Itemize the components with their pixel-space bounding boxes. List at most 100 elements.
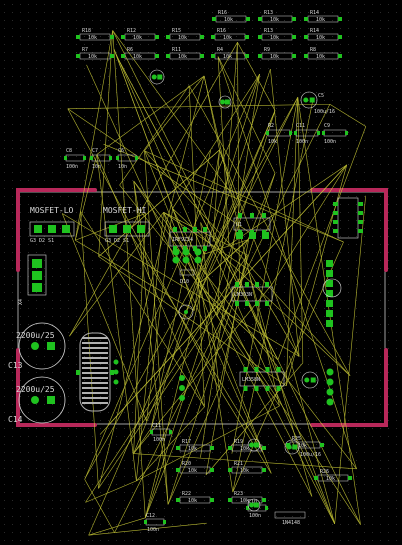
grid-dot [228, 140, 229, 141]
res-r14b-label: R14 [310, 10, 319, 16]
grid-dot [212, 76, 213, 77]
grid-dot [244, 476, 245, 477]
grid-dot [348, 116, 349, 117]
grid-dot [348, 244, 349, 245]
grid-dot [44, 140, 45, 141]
grid-dot [372, 228, 373, 229]
grid-dot [84, 380, 85, 381]
grid-dot [308, 324, 309, 325]
grid-dot [372, 508, 373, 509]
grid-dot [44, 420, 45, 421]
grid-dot [108, 292, 109, 293]
airwire [113, 48, 205, 255]
grid-dot [52, 76, 53, 77]
grid-dot [372, 412, 373, 413]
grid-dot [164, 412, 165, 413]
grid-dot [388, 92, 389, 93]
grid-dot [220, 52, 221, 53]
grid-dot [100, 196, 101, 197]
grid-dot [372, 244, 373, 245]
grid-dot [44, 340, 45, 341]
grid-dot [20, 84, 21, 85]
grid-dot [156, 260, 157, 261]
grid-dot [180, 292, 181, 293]
grid-dot [92, 380, 93, 381]
grid-dot [316, 308, 317, 309]
airwire [271, 164, 348, 285]
grid-dot [316, 52, 317, 53]
header-right-pin-4 [326, 300, 333, 307]
grid-dot [132, 412, 133, 413]
grid-dot [316, 196, 317, 197]
grid-dot [164, 508, 165, 509]
grid-dot [228, 108, 229, 109]
grid-dot [12, 516, 13, 517]
grid-dot [188, 124, 189, 125]
grid-dot [100, 532, 101, 533]
grid-dot [212, 164, 213, 165]
grid-dot [316, 540, 317, 541]
grid-dot [60, 292, 61, 293]
grid-dot [156, 116, 157, 117]
grid-dot [252, 60, 253, 61]
grid-dot [44, 404, 45, 405]
grid-dot [116, 164, 117, 165]
grid-dot [356, 220, 357, 221]
grid-dot [100, 276, 101, 277]
grid-dot [228, 244, 229, 245]
grid-dot [372, 308, 373, 309]
grid-dot [140, 52, 141, 53]
grid-dot [140, 484, 141, 485]
grid-dot [132, 332, 133, 333]
grid-dot [172, 492, 173, 493]
grid-dot [356, 4, 357, 5]
grid-dot [52, 28, 53, 29]
grid-layer [4, 4, 397, 541]
airwire [205, 239, 249, 475]
airwire [136, 212, 164, 481]
grid-dot [260, 372, 261, 373]
grid-dot [180, 108, 181, 109]
grid-dot [124, 500, 125, 501]
grid-dot [260, 460, 261, 461]
grid-dot [180, 356, 181, 357]
grid-dot [332, 196, 333, 197]
grid-dot [92, 28, 93, 29]
grid-dot [332, 124, 333, 125]
grid-dot [180, 52, 181, 53]
grid-dot [220, 156, 221, 157]
grid-dot [380, 420, 381, 421]
grid-dot [244, 444, 245, 445]
grid-dot [92, 236, 93, 237]
grid-dot [364, 100, 365, 101]
grid-dot [316, 132, 317, 133]
grid-dot [84, 508, 85, 509]
grid-dot [164, 420, 165, 421]
grid-dot [44, 428, 45, 429]
grid-dot [68, 364, 69, 365]
grid-dot [348, 4, 349, 5]
grid-dot [60, 132, 61, 133]
grid-dot [132, 460, 133, 461]
pad-u1-1 [262, 232, 269, 239]
grid-dot [140, 180, 141, 181]
grid-dot [52, 356, 53, 357]
grid-dot [276, 236, 277, 237]
airwire [119, 85, 190, 186]
grid-dot [372, 44, 373, 45]
grid-dot [300, 124, 301, 125]
grid-dot [372, 460, 373, 461]
grid-dot [20, 12, 21, 13]
grid-dot [148, 124, 149, 125]
grid-dot [244, 308, 245, 309]
grid-dot [228, 492, 229, 493]
grid-dot [60, 204, 61, 205]
grid-dot [180, 220, 181, 221]
grid-dot [268, 156, 269, 157]
grid-dot [164, 300, 165, 301]
grid-dot [156, 20, 157, 21]
grid-dot [380, 172, 381, 173]
grid-dot [148, 516, 149, 517]
grid-dot [172, 460, 173, 461]
grid-dot [52, 148, 53, 149]
